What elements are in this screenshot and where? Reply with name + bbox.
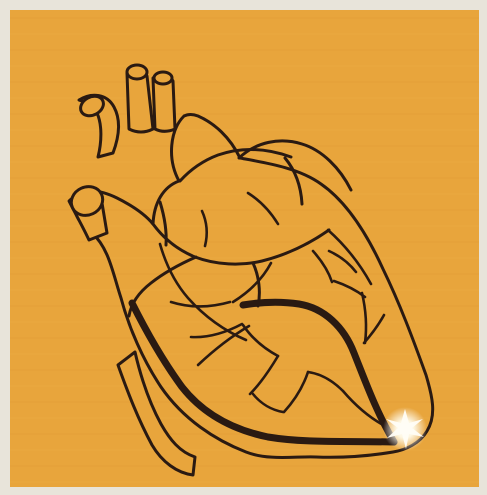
top-right-opening xyxy=(154,72,172,84)
bright-spot xyxy=(383,407,427,451)
heart-illustration-panel xyxy=(10,10,479,487)
top-left-opening xyxy=(127,65,147,79)
heart-diagram xyxy=(10,10,479,487)
